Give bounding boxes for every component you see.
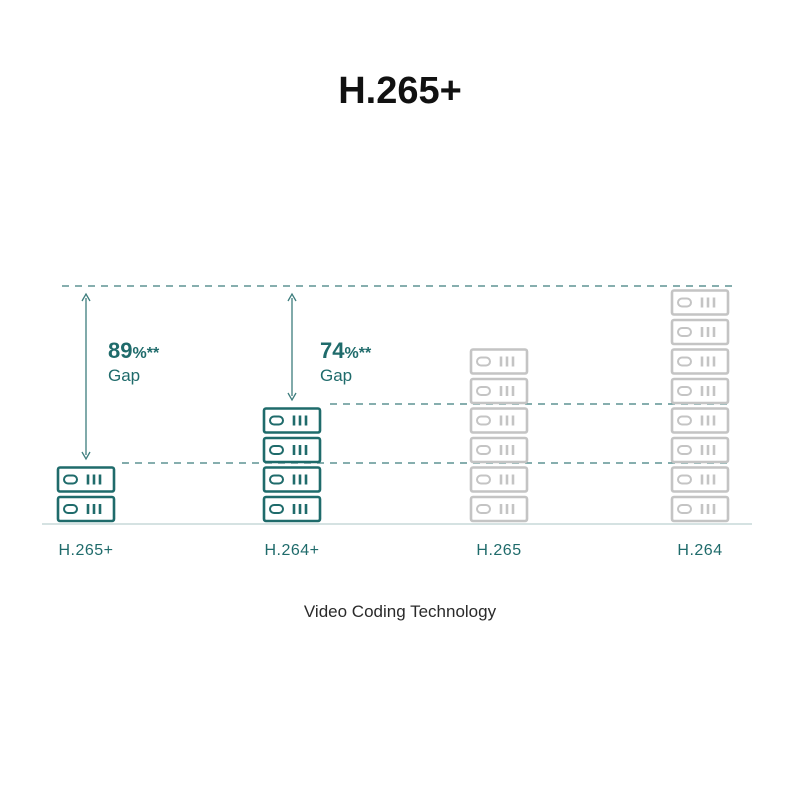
server-icon bbox=[262, 436, 322, 464]
gap-annotation-h265plus: 89%** Gap bbox=[108, 338, 159, 386]
server-icon bbox=[670, 348, 730, 375]
server-icon bbox=[56, 466, 116, 493]
server-icon bbox=[469, 466, 529, 493]
gap-mark: ** bbox=[358, 345, 372, 362]
server-icon bbox=[469, 348, 529, 375]
category-label: H.265 bbox=[476, 542, 521, 559]
gap-unit: % bbox=[132, 345, 147, 362]
category-label: H.264 bbox=[677, 542, 722, 559]
gap-label: Gap bbox=[108, 366, 141, 385]
server-icon bbox=[56, 495, 116, 523]
server-icon bbox=[262, 466, 322, 493]
server-icon bbox=[670, 289, 730, 316]
server-icon bbox=[670, 466, 730, 493]
server-icon bbox=[670, 495, 730, 523]
bar-h264plus bbox=[262, 407, 322, 523]
category-label: H.264+ bbox=[264, 542, 319, 559]
server-icon bbox=[670, 436, 730, 464]
gap-label: Gap bbox=[320, 366, 353, 385]
gap-value: 89 bbox=[108, 338, 133, 363]
server-icon bbox=[469, 495, 529, 523]
gap-unit: % bbox=[344, 345, 359, 362]
server-icon bbox=[469, 436, 529, 464]
gap-annotation-h264plus: 74%** Gap bbox=[320, 338, 371, 386]
chart-title: H.265+ bbox=[338, 70, 462, 112]
bar-h264 bbox=[670, 289, 730, 523]
category-label: H.265+ bbox=[58, 542, 113, 559]
bar-h265plus bbox=[56, 466, 116, 523]
server-icon bbox=[262, 495, 322, 523]
server-icon bbox=[469, 377, 529, 405]
server-icon bbox=[262, 407, 322, 434]
server-icon bbox=[670, 318, 730, 346]
x-axis-label: Video Coding Technology bbox=[303, 602, 497, 621]
server-icon bbox=[670, 377, 730, 405]
gap-arrow-h265plus bbox=[81, 292, 91, 461]
gap-mark: ** bbox=[146, 345, 160, 362]
server-icon bbox=[469, 407, 529, 434]
gap-value: 74 bbox=[320, 338, 345, 363]
bar-h265 bbox=[469, 348, 529, 523]
server-icon bbox=[670, 407, 730, 434]
gap-arrow-h264plus bbox=[287, 292, 297, 402]
